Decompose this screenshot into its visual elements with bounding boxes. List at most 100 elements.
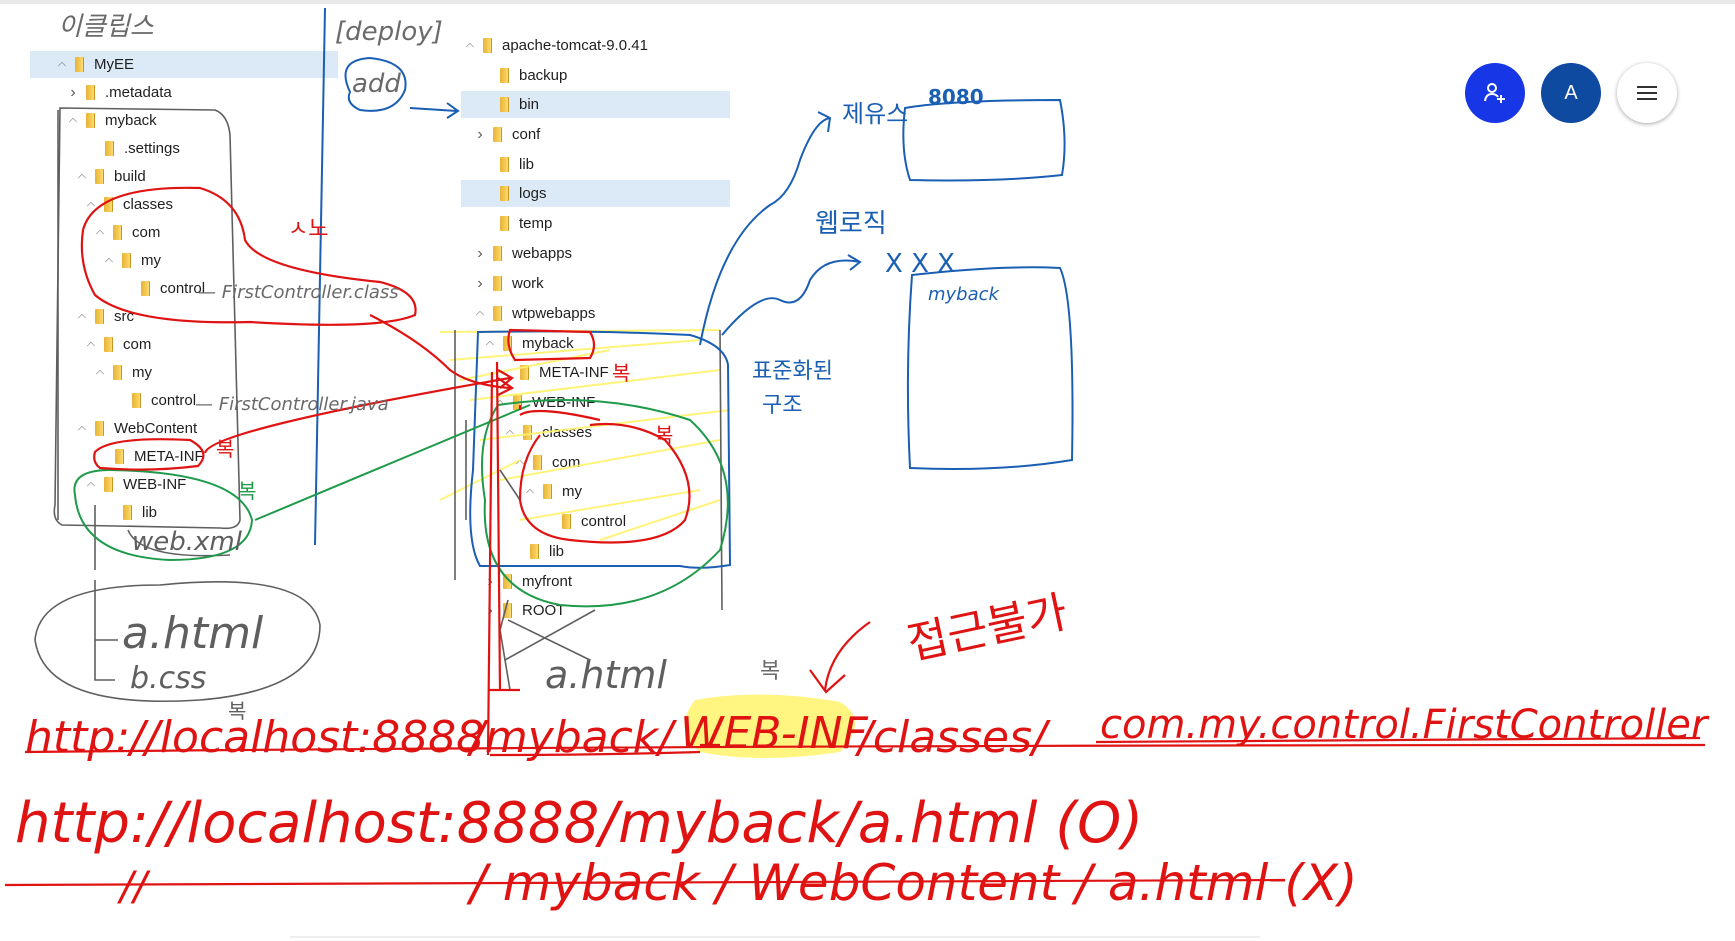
tree-row-work[interactable]: ›work bbox=[473, 270, 543, 297]
tree-row-classes[interactable]: ⌵classes bbox=[84, 191, 173, 218]
tree-row-label: lib bbox=[142, 504, 158, 521]
tree-row-conf[interactable]: ›conf bbox=[473, 121, 540, 148]
tree-row-web-inf[interactable]: ⌵WEB-INF bbox=[84, 471, 187, 498]
tree-row-com[interactable]: ⌵com bbox=[93, 219, 161, 246]
chevron-down-icon[interactable]: ⌵ bbox=[57, 59, 67, 71]
tree-row-my[interactable]: ⌵ my bbox=[102, 247, 161, 274]
tree-row-control[interactable]: control bbox=[542, 508, 626, 535]
tree-row-classes[interactable]: ⌵ classes bbox=[503, 419, 592, 446]
folder-icon bbox=[95, 309, 104, 324]
chevron-placeholder bbox=[480, 98, 494, 112]
tree-row-my[interactable]: ⌵my bbox=[93, 359, 152, 386]
library-title-text: 이클립스 bbox=[58, 12, 154, 42]
tree-row-label: my bbox=[562, 483, 582, 500]
folder-icon bbox=[95, 421, 104, 436]
tree-row-myfront[interactable]: › myfront bbox=[483, 568, 572, 595]
chevron-down-icon[interactable]: ⌵ bbox=[525, 486, 535, 498]
chevron-down-icon[interactable]: ⌵ bbox=[485, 338, 495, 350]
chevron-placeholder bbox=[103, 506, 117, 520]
tree-row-label: myfront bbox=[522, 573, 573, 590]
tree-row-meta-inf[interactable]: META-INF bbox=[95, 443, 204, 470]
chevron-placeholder bbox=[480, 187, 494, 201]
tree-row-logs[interactable]: logs bbox=[461, 180, 730, 207]
tree-row-label: lib bbox=[519, 156, 535, 173]
tree-row-lib[interactable]: lib bbox=[103, 499, 157, 526]
url1-b: /myback/ bbox=[466, 712, 677, 763]
add-person-button[interactable] bbox=[1465, 63, 1525, 123]
folder-icon bbox=[503, 336, 512, 351]
tree-row--metadata[interactable]: ›.metadata bbox=[66, 79, 171, 106]
folder-icon bbox=[483, 38, 492, 53]
chevron-placeholder bbox=[121, 282, 135, 296]
chevron-down-icon[interactable]: ⌵ bbox=[475, 308, 485, 320]
tree-row-label: my bbox=[141, 252, 161, 269]
web-xml-text: web.xml bbox=[132, 527, 243, 557]
chevron-down-icon[interactable]: ⌵ bbox=[77, 171, 87, 183]
tree-row-apache-tomcat-9-0-41[interactable]: ⌵apache-tomcat-9.0.41 bbox=[463, 32, 648, 59]
bok-text-1: 복 bbox=[216, 437, 234, 461]
chevron-right-icon[interactable]: › bbox=[487, 601, 493, 619]
tree-row-my[interactable]: ⌵ my bbox=[523, 478, 582, 505]
chevron-right-icon[interactable]: › bbox=[487, 572, 493, 590]
tree-row-label: com bbox=[552, 454, 581, 471]
chevron-down-icon[interactable]: ⌵ bbox=[515, 457, 525, 469]
tree-row-web-inf[interactable]: ⌵ WEB-INF bbox=[493, 389, 596, 416]
tree-row-myback[interactable]: ⌵myback bbox=[483, 330, 574, 357]
tree-row-meta-inf[interactable]: META-INF bbox=[500, 359, 609, 386]
chevron-right-icon[interactable]: › bbox=[477, 274, 483, 292]
tree-row-label: ROOT bbox=[522, 602, 566, 619]
chevron-down-icon[interactable]: ⌵ bbox=[86, 339, 96, 351]
url3-a: // bbox=[117, 864, 151, 910]
chevron-placeholder bbox=[480, 69, 494, 83]
tree-row-label: MyEE bbox=[94, 56, 135, 73]
chevron-down-icon[interactable]: ⌵ bbox=[95, 227, 105, 239]
chevron-placeholder bbox=[85, 142, 99, 156]
chevron-down-icon[interactable]: ⌵ bbox=[86, 479, 96, 491]
tree-row-lib[interactable]: lib bbox=[480, 151, 534, 178]
tree-row-myback[interactable]: ⌵myback bbox=[66, 107, 157, 134]
red-ink-marks bbox=[4, 186, 1706, 887]
chevron-down-icon[interactable]: ⌵ bbox=[495, 397, 505, 409]
chevron-down-icon[interactable]: ⌵ bbox=[95, 367, 105, 379]
tree-row-src[interactable]: ⌵src bbox=[75, 303, 134, 330]
avatar-button[interactable]: A bbox=[1541, 63, 1601, 123]
tree-row--settings[interactable]: .settings bbox=[85, 135, 180, 162]
chevron-down-icon[interactable]: ⌵ bbox=[465, 40, 475, 52]
avatar-initial: A bbox=[1564, 81, 1578, 104]
tree-row-build[interactable]: ⌵build bbox=[75, 163, 146, 190]
tree-row-control[interactable]: control bbox=[121, 275, 205, 302]
tree-row-root[interactable]: › ROOT bbox=[483, 597, 565, 624]
folder-icon bbox=[122, 253, 131, 268]
chevron-placeholder bbox=[95, 450, 109, 464]
tree-row-lib[interactable]: lib bbox=[510, 538, 564, 565]
chevron-down-icon[interactable]: ⌵ bbox=[77, 311, 87, 323]
tree-row-com[interactable]: ⌵com bbox=[84, 331, 152, 358]
tree-row-label: WEB-INF bbox=[532, 394, 596, 411]
chevron-right-icon[interactable]: › bbox=[477, 125, 483, 143]
tree-row-label: classes bbox=[542, 424, 593, 441]
chevron-down-icon[interactable]: ⌵ bbox=[68, 115, 78, 127]
tree-row-temp[interactable]: temp bbox=[480, 210, 552, 237]
chevron-down-icon[interactable]: ⌵ bbox=[104, 255, 114, 267]
tree-row-bin[interactable]: bin bbox=[461, 91, 730, 118]
tree-row-label: logs bbox=[519, 185, 547, 202]
chevron-right-icon[interactable]: › bbox=[70, 83, 76, 101]
folder-icon bbox=[75, 57, 84, 72]
tree-row-webapps[interactable]: ›webapps bbox=[473, 240, 572, 267]
tree-row-backup[interactable]: backup bbox=[480, 62, 567, 89]
tree-row-control[interactable]: control bbox=[112, 387, 196, 414]
url3-b: / myback / WebContent / a.html (X) bbox=[466, 854, 1358, 912]
tree-row-webcontent[interactable]: ⌵WebContent bbox=[75, 415, 197, 442]
bok-text-4: 복 bbox=[612, 361, 630, 385]
tree-row-myee[interactable]: ⌵ MyEE bbox=[30, 51, 338, 78]
chevron-down-icon[interactable]: ⌵ bbox=[86, 199, 96, 211]
tree-row-wtpwebapps[interactable]: ⌵wtpwebapps bbox=[473, 300, 596, 327]
structure-text: 구조 bbox=[762, 393, 802, 418]
chevron-placeholder bbox=[480, 158, 494, 172]
tree-row-com[interactable]: ⌵ com bbox=[513, 449, 581, 476]
chevron-down-icon[interactable]: ⌵ bbox=[505, 427, 515, 439]
chevron-down-icon[interactable]: ⌵ bbox=[77, 423, 87, 435]
chevron-right-icon[interactable]: › bbox=[477, 244, 483, 262]
xxx-text: X X X bbox=[885, 249, 955, 279]
menu-button[interactable] bbox=[1617, 63, 1677, 123]
